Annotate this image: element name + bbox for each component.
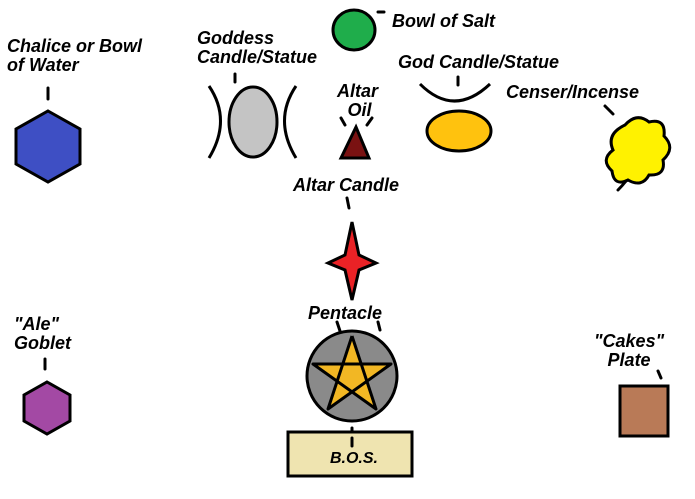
goddess-label-line1: Goddess bbox=[197, 28, 275, 48]
bos-label: B.O.S. bbox=[330, 450, 378, 467]
cakes-label-line2: Plate bbox=[607, 350, 651, 370]
ale-label-line2: Goblet bbox=[14, 333, 71, 353]
god-label: God Candle/Statue bbox=[398, 52, 560, 72]
ale-goblet-hexagon bbox=[22, 380, 72, 436]
censer-incense-cloud bbox=[604, 116, 672, 192]
chalice-label: Chalice or Bowl of Water bbox=[7, 37, 142, 75]
god-candle-statue bbox=[418, 82, 493, 153]
goddess-candle-statue bbox=[207, 85, 298, 159]
chalice-hexagon bbox=[14, 109, 82, 184]
leader-lines bbox=[43, 10, 663, 440]
book-of-shadows: B.O.S. bbox=[286, 430, 414, 478]
goddess-label-line2: Candle/Statue bbox=[197, 47, 318, 67]
chalice-label-line2: of Water bbox=[7, 55, 79, 75]
pentacle-disc bbox=[305, 329, 399, 423]
altar-candle-star bbox=[324, 221, 380, 301]
altar-oil-label-line2: Oil bbox=[347, 100, 372, 120]
cakes-plate-square bbox=[618, 384, 670, 438]
altar-candle-label: Altar Candle bbox=[293, 175, 400, 195]
cakes-label: "Cakes" Plate bbox=[594, 332, 664, 370]
altar-oil-vessel bbox=[338, 116, 374, 160]
salt-label: Bowl of Salt bbox=[392, 11, 495, 31]
salt-bowl-circle bbox=[331, 8, 377, 52]
ale-label: "Ale" Goblet bbox=[14, 315, 71, 353]
pentacle-label: Pentacle bbox=[308, 303, 383, 323]
censer-label: Censer/Incense bbox=[506, 82, 640, 102]
cakes-label-line1: "Cakes" bbox=[594, 331, 665, 351]
chalice-label-line1: Chalice or Bowl bbox=[7, 36, 143, 56]
altar-oil-label: Altar Oil bbox=[337, 82, 378, 120]
goddess-label: Goddess Candle/Statue bbox=[197, 29, 317, 67]
ale-label-line1: "Ale" bbox=[14, 314, 60, 334]
altar-oil-label-line1: Altar bbox=[337, 81, 379, 101]
